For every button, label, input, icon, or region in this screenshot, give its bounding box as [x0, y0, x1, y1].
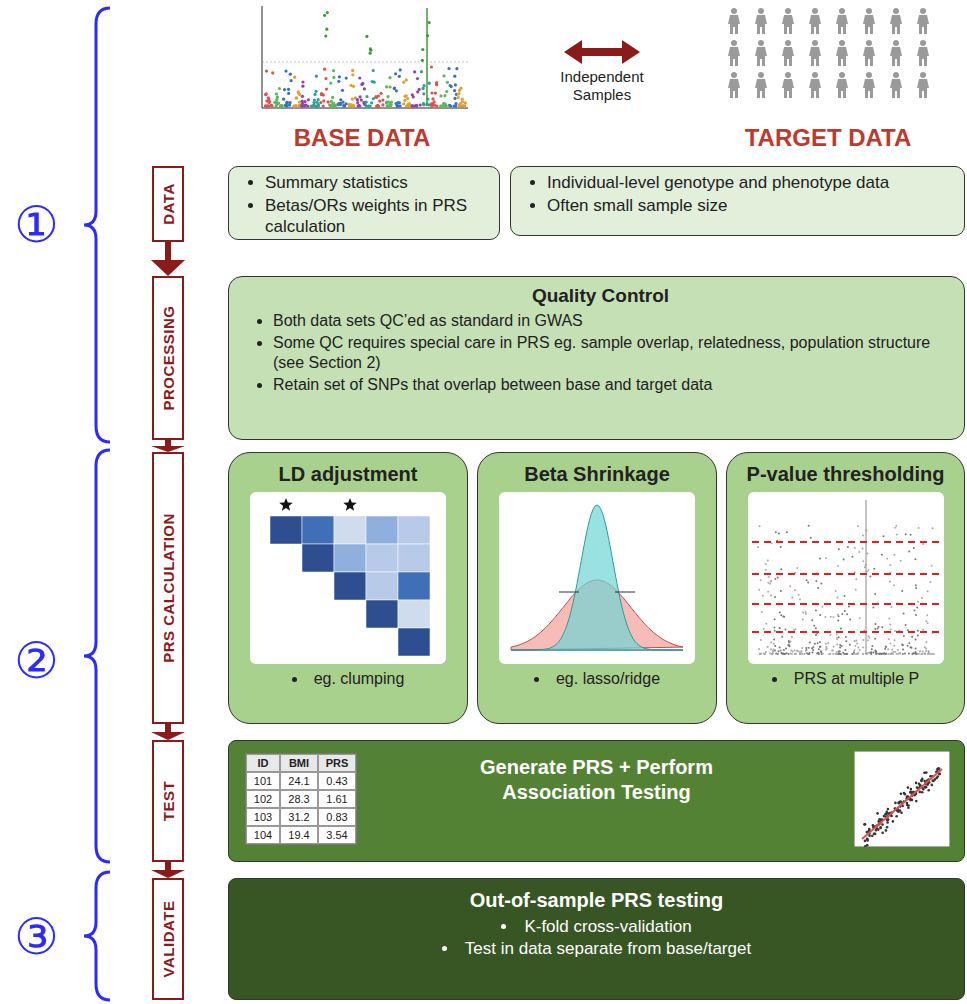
stage-arrow — [151, 440, 185, 452]
table-cell: 0.43 — [318, 772, 356, 790]
stage-label: TEST — [160, 781, 177, 821]
test-box: Generate PRS + Perform Association Testi… — [228, 740, 965, 862]
bullet-text: PRS at multiple P — [739, 670, 952, 688]
table-cell: 24.1 — [280, 772, 318, 790]
bullet-text: Individual-level genotype and phenotype … — [547, 173, 952, 193]
callout-number: ① — [14, 200, 59, 250]
stage-label: VALIDATE — [160, 901, 177, 978]
table-cell: 101 — [246, 772, 280, 790]
beta-illustration — [499, 492, 695, 664]
callout-number: ② — [14, 636, 59, 686]
stage-label: DATA — [160, 183, 177, 224]
table-cell: PRS — [318, 754, 356, 772]
table-cell: 28.3 — [280, 790, 318, 808]
stage-box: VALIDATE — [152, 878, 184, 1000]
bullet-list: Both data sets QC’ed as standard in GWAS… — [253, 311, 948, 395]
bullet-list: Individual-level genotype and phenotype … — [527, 173, 952, 217]
stage-box: DATA — [152, 166, 184, 242]
bracket — [84, 8, 110, 442]
method-box: LD adjustment eg. clumping — [228, 452, 468, 724]
box-title: Out-of-sample PRS testing — [249, 889, 944, 912]
bullet-list: eg. clumping — [241, 670, 455, 688]
data-box: Individual-level genotype and phenotype … — [510, 166, 965, 236]
bullet-list: Summary statisticsBetas/ORs weights in P… — [245, 173, 487, 237]
stage-box: TEST — [152, 740, 184, 862]
method-title: LD adjustment — [241, 463, 455, 486]
table-cell: 103 — [246, 808, 280, 826]
scatter-plot — [854, 751, 950, 847]
method-box: Beta Shrinkage eg. lasso/ridge — [477, 452, 717, 724]
bracket — [84, 450, 110, 862]
bullet-list: K-fold cross-validationTest in data sepa… — [249, 916, 944, 960]
table-cell: ID — [246, 754, 280, 772]
table-cell: 3.54 — [318, 826, 356, 844]
bullet-text: Often small sample size — [547, 196, 952, 216]
method-title: Beta Shrinkage — [490, 463, 704, 486]
people-icons — [728, 8, 929, 98]
box-title: Generate PRS + Perform Association Testi… — [429, 755, 764, 805]
box-title: Quality Control — [253, 285, 948, 307]
method-title: P-value thresholding — [739, 463, 952, 486]
stage-box: PRS CALCULATION — [152, 452, 184, 724]
stage-label: PROCESSING — [160, 305, 177, 410]
method-box: P-value thresholdingPRS at multiple P — [726, 452, 965, 724]
data-heading: TARGET DATA — [745, 124, 912, 152]
data-box: Summary statisticsBetas/ORs weights in P… — [228, 166, 500, 240]
table-cell: 104 — [246, 826, 280, 844]
bullet-text: Some QC requires special care in PRS eg.… — [273, 333, 948, 373]
double-arrow — [564, 40, 640, 64]
bullet-text: Both data sets QC’ed as standard in GWAS — [273, 311, 948, 331]
bracket — [84, 872, 110, 1000]
table-cell: 31.2 — [280, 808, 318, 826]
bullet-text: Summary statistics — [265, 173, 487, 193]
stage-box: PROCESSING — [152, 276, 184, 440]
callout-number: ③ — [14, 912, 59, 962]
bullet-list: eg. lasso/ridge — [490, 670, 704, 688]
data-heading: BASE DATA — [294, 124, 430, 152]
bullet-text: eg. clumping — [241, 670, 455, 688]
stage-label: PRS CALCULATION — [160, 513, 177, 663]
stage-arrow — [151, 724, 185, 740]
table-cell: 19.4 — [280, 826, 318, 844]
table-cell: 102 — [246, 790, 280, 808]
manhattan-plot — [262, 6, 468, 108]
stage-arrow — [151, 242, 185, 276]
bullet-text: K-fold cross-validation — [249, 916, 944, 938]
stage-arrow — [151, 862, 185, 878]
table-cell: 0.83 — [318, 808, 356, 826]
bullet-text: Retain set of SNPs that overlap between … — [273, 375, 948, 395]
arrow-label: Independent Samples — [547, 68, 657, 104]
val-box: Out-of-sample PRS testingK-fold cross-va… — [228, 878, 965, 1000]
data-table: IDBMIPRS 10124.10.43 10228.31.61 10331.20.8… — [245, 753, 357, 845]
bullet-list: PRS at multiple P — [739, 670, 952, 688]
ld-illustration — [250, 492, 446, 664]
bullet-text: Betas/ORs weights in PRS calculation — [265, 196, 487, 237]
pval-illustration — [748, 492, 944, 664]
qc-box: Quality ControlBoth data sets QC’ed as s… — [228, 276, 965, 440]
table-cell: 1.61 — [318, 790, 356, 808]
bullet-text: eg. lasso/ridge — [490, 670, 704, 688]
bullet-text: Test in data separate from base/target — [249, 938, 944, 960]
table-cell: BMI — [280, 754, 318, 772]
